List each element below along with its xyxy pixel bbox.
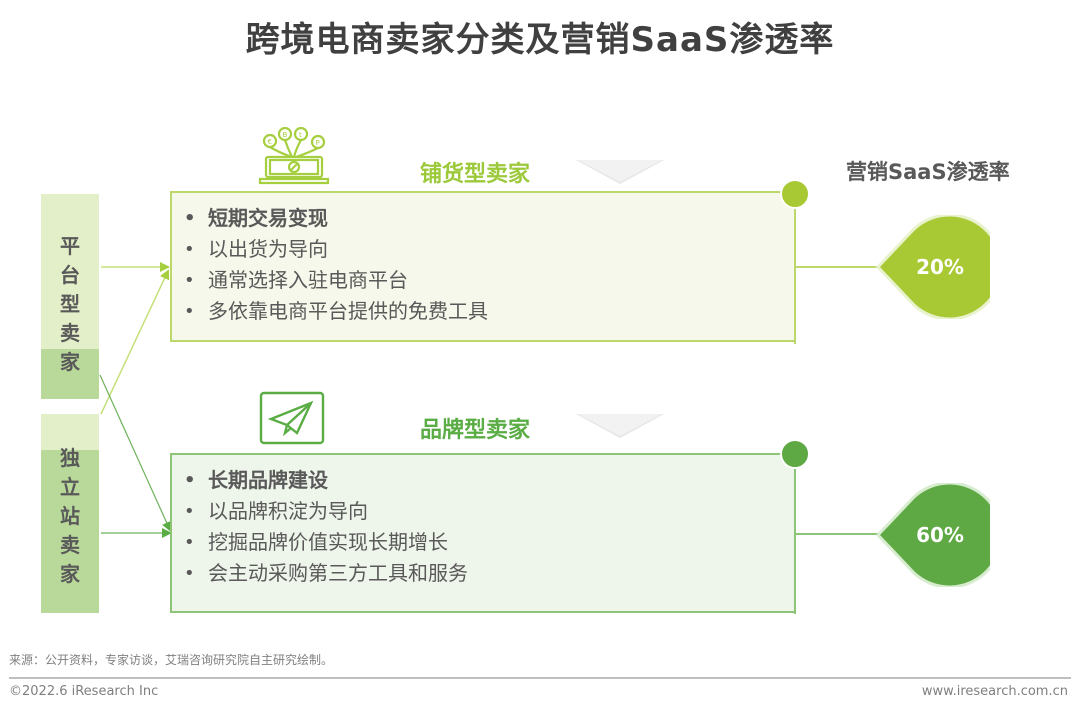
svg-text:B: B xyxy=(283,131,288,139)
category-platform-seller: 平 台 型 卖 家 xyxy=(41,194,99,399)
bullet-list: 长期品牌建设 以品牌积淀为导向 挖掘品牌价值实现长期增长 会主动采购第三方工具和… xyxy=(184,465,794,589)
source-note: 来源：公开资料，专家访谈，艾瑞咨询研究院自主研究绘制。 xyxy=(9,653,334,667)
paper-plane-icon xyxy=(259,391,325,445)
seller-type-box-brand: 长期品牌建设 以品牌积淀为导向 挖掘品牌价值实现长期增长 会主动采购第三方工具和… xyxy=(170,453,796,613)
bullet-item: 短期交易变现 xyxy=(184,203,794,234)
bullet-item: 会主动采购第三方工具和服务 xyxy=(184,558,794,589)
char: 台 xyxy=(60,263,80,287)
bullet-item: 以出货为导向 xyxy=(184,234,794,265)
category-label-chars: 平 台 型 卖 家 xyxy=(41,232,99,377)
category-independent-seller: 独 立 站 卖 家 xyxy=(41,414,99,613)
char: 独 xyxy=(60,446,80,470)
seller-type-title-brand: 品牌型卖家 xyxy=(420,418,531,443)
copyright: ©2022.6 iResearch Inc xyxy=(9,684,159,699)
node-dot xyxy=(780,179,810,209)
svg-text:t: t xyxy=(299,131,302,139)
chevron-down-icon xyxy=(576,414,664,438)
char: 立 xyxy=(60,475,80,499)
bullet-item: 长期品牌建设 xyxy=(184,465,794,496)
char: 型 xyxy=(60,292,80,316)
bullet-item: 多依靠电商平台提供的免费工具 xyxy=(184,296,794,327)
rate-header: 营销SaaS渗透率 xyxy=(846,160,1010,184)
rate-value: 60% xyxy=(916,523,964,547)
bullet-item: 通常选择入驻电商平台 xyxy=(184,265,794,296)
char: 家 xyxy=(60,562,80,586)
laptop-currency-icon: € B t P xyxy=(258,126,330,185)
connector-line xyxy=(794,194,796,344)
char: 卖 xyxy=(60,533,80,557)
category-bg-light xyxy=(41,194,99,349)
rate-value: 20% xyxy=(916,255,964,279)
page-title: 跨境电商卖家分类及营销SaaS渗透率 xyxy=(245,20,835,60)
category-label-chars: 独 立 站 卖 家 xyxy=(41,444,99,589)
rate-drop-brand: 60% xyxy=(874,481,1003,589)
seller-type-box-distribution: 短期交易变现 以出货为导向 通常选择入驻电商平台 多依靠电商平台提供的免费工具 xyxy=(170,191,796,342)
char: 卖 xyxy=(60,321,80,345)
char: 站 xyxy=(60,504,80,528)
svg-text:P: P xyxy=(316,139,320,147)
connector-line xyxy=(796,266,878,268)
website-link[interactable]: www.iresearch.com.cn xyxy=(921,684,1068,699)
rate-drop-distribution: 20% xyxy=(874,213,1003,321)
svg-text:€: € xyxy=(268,138,272,146)
category-bg-dark xyxy=(41,349,99,399)
connector-line xyxy=(796,533,878,535)
category-bg-light xyxy=(41,414,99,450)
bullet-item: 以品牌积淀为导向 xyxy=(184,496,794,527)
category-bg-dark xyxy=(41,450,99,613)
bullet-list: 短期交易变现 以出货为导向 通常选择入驻电商平台 多依靠电商平台提供的免费工具 xyxy=(184,203,794,327)
connector-line xyxy=(794,456,796,614)
footer-divider xyxy=(9,677,1071,679)
chevron-down-icon xyxy=(576,160,664,184)
node-dot xyxy=(780,439,810,469)
char: 平 xyxy=(60,234,80,258)
char: 家 xyxy=(60,350,80,374)
seller-type-title-distribution: 铺货型卖家 xyxy=(420,162,531,187)
bullet-item: 挖掘品牌价值实现长期增长 xyxy=(184,527,794,558)
